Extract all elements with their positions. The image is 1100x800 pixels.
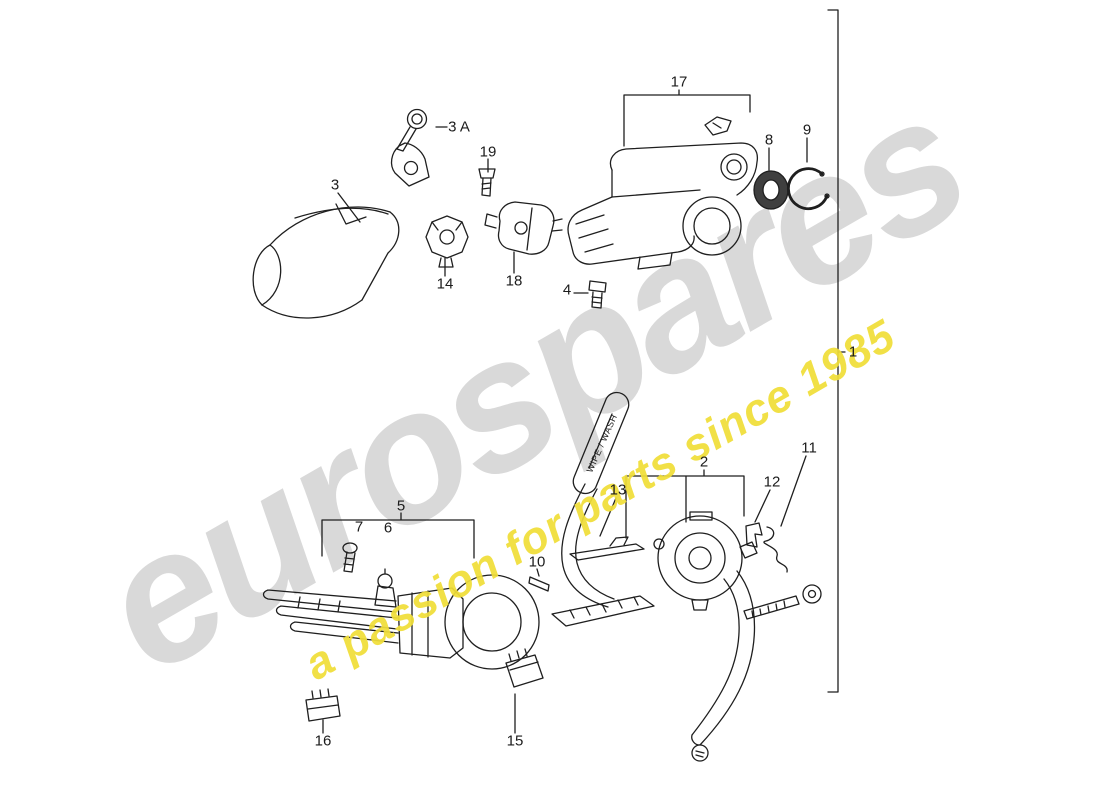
- bracket-ref-1: [827, 9, 846, 693]
- ref-label-17: 17: [670, 73, 688, 91]
- part-turn-signal-stalk: [691, 570, 756, 762]
- part-3-column-shroud: [252, 203, 400, 319]
- turn-lever-end-icon: [691, 744, 709, 762]
- ref-label-18: 18: [505, 272, 523, 290]
- part-16-connector: [305, 688, 341, 722]
- part-12-clip: [745, 522, 763, 548]
- bracket-ref-17: [623, 89, 751, 147]
- ref-label-5: 5: [396, 497, 406, 515]
- part-4-screw: [588, 280, 607, 309]
- ref-label-9: 9: [802, 121, 812, 139]
- ref-label-8: 8: [764, 131, 774, 149]
- ref-label-10: 10: [528, 553, 546, 571]
- bracket-ref-5: [321, 512, 475, 559]
- bracket-ref-2: [625, 469, 745, 539]
- part-9-snap-ring: [787, 167, 830, 211]
- part-17-lock-housing: [567, 142, 759, 270]
- ref-label-13: 13: [609, 481, 627, 499]
- part-7-screw: [342, 542, 358, 573]
- part-15-connector: [505, 648, 544, 688]
- ref-label-6: 6: [383, 519, 393, 537]
- ref-label-15: 15: [506, 732, 524, 750]
- ref-label-3a: 3 A: [448, 118, 470, 136]
- part-6-actuator: [374, 568, 397, 608]
- ref-label-16: 16: [314, 732, 332, 750]
- part-17-clip: [704, 116, 732, 136]
- part-18-ignition-switch: [484, 201, 563, 255]
- part-slide-contact-plate: [551, 595, 655, 627]
- part-14-contact-ring: [425, 215, 469, 268]
- part-bolt-washer: [743, 584, 822, 620]
- part-19-screw: [478, 168, 496, 197]
- ref-label-11: 11: [801, 439, 817, 457]
- ref-label-19: 19: [479, 143, 497, 161]
- ref-label-12: 12: [763, 473, 781, 491]
- ref-label-2: 2: [699, 453, 709, 471]
- part-3a-ignition-key: [390, 108, 430, 187]
- ref-label-1: 1: [848, 343, 858, 361]
- ref-label-4: 4: [562, 281, 572, 299]
- part-8-bushing: [753, 170, 789, 210]
- part-13-contact-strip: [569, 536, 645, 561]
- part-10-pin: [528, 576, 550, 592]
- part-2-switch-ring: [653, 511, 758, 611]
- ref-label-3: 3: [330, 176, 340, 194]
- ref-label-7: 7: [354, 518, 364, 536]
- part-11-spring: [763, 526, 788, 573]
- ref-label-14: 14: [436, 275, 454, 293]
- part-switch-base: [262, 574, 540, 670]
